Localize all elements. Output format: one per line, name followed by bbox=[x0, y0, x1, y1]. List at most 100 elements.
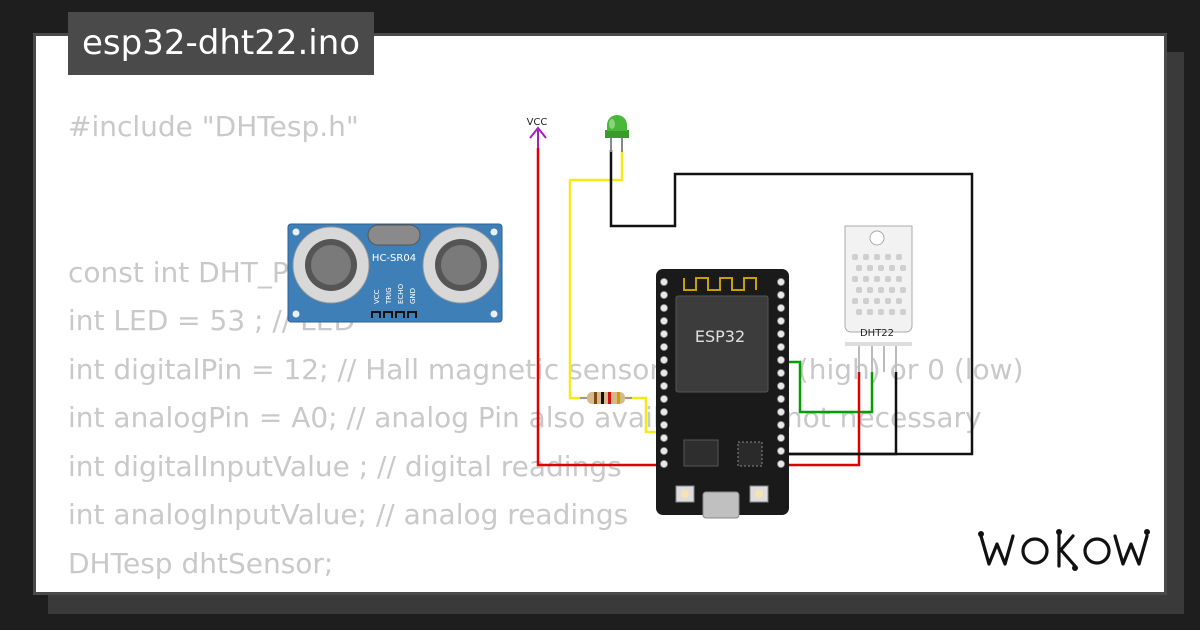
project-filename: esp32-dht22.ino bbox=[68, 12, 375, 75]
vent-hole bbox=[896, 298, 902, 304]
esp32-pin[interactable] bbox=[777, 433, 786, 442]
vent-hole bbox=[856, 287, 862, 293]
esp32-pin[interactable] bbox=[660, 407, 669, 416]
esp32-pin[interactable] bbox=[660, 381, 669, 390]
pin-label-trig: TRIG bbox=[385, 287, 393, 305]
pin-label-gnd: GND bbox=[409, 288, 417, 304]
esp32-pin[interactable] bbox=[660, 303, 669, 312]
transducer-left bbox=[292, 226, 370, 304]
crystal bbox=[367, 224, 421, 246]
vent-hole bbox=[878, 265, 884, 271]
wire-led-black[interactable] bbox=[609, 150, 974, 456]
dht22-label: DHT22 bbox=[860, 328, 894, 339]
vent-hole bbox=[889, 265, 895, 271]
esp32-pin[interactable] bbox=[777, 407, 786, 416]
esp32-module bbox=[675, 295, 769, 393]
esp32-pin[interactable] bbox=[777, 459, 786, 468]
vent-hole bbox=[856, 265, 862, 271]
esp32-pin[interactable] bbox=[777, 277, 786, 286]
wire-dht-red[interactable] bbox=[786, 372, 861, 467]
esp32-pins-right[interactable] bbox=[777, 277, 786, 468]
esp32-pin[interactable] bbox=[660, 277, 669, 286]
dht22-sensor[interactable]: DHT22 bbox=[844, 225, 913, 372]
esp32-pin[interactable] bbox=[660, 459, 669, 468]
wire-led-yellow[interactable] bbox=[568, 150, 662, 434]
usb-port[interactable] bbox=[702, 491, 740, 519]
esp32-pin[interactable] bbox=[660, 342, 669, 351]
esp32-pin[interactable] bbox=[660, 446, 669, 455]
vent-hole bbox=[874, 298, 880, 304]
vent-hole bbox=[867, 287, 873, 293]
esp32-pin[interactable] bbox=[660, 329, 669, 338]
esp32-pin[interactable] bbox=[660, 368, 669, 377]
esp32-label: ESP32 bbox=[695, 327, 745, 346]
code-line: int digitalInputValue ; // digital readi… bbox=[68, 449, 622, 483]
esp32-pin[interactable] bbox=[660, 290, 669, 299]
vent-hole bbox=[867, 265, 873, 271]
pin-label-vcc: VCC bbox=[373, 289, 381, 304]
vcc-label: VCC bbox=[527, 117, 548, 128]
vent-hole bbox=[863, 254, 869, 260]
esp32-pin[interactable] bbox=[777, 290, 786, 299]
vcc-terminal[interactable]: VCC bbox=[527, 117, 548, 148]
vent-hole bbox=[863, 298, 869, 304]
esp32-pin[interactable] bbox=[777, 355, 786, 364]
vent-hole bbox=[900, 265, 906, 271]
vent-hole bbox=[896, 254, 902, 260]
esp32-pin[interactable] bbox=[777, 303, 786, 312]
esp32-pin[interactable] bbox=[660, 316, 669, 325]
esp32-pin[interactable] bbox=[777, 446, 786, 455]
vent-hole bbox=[896, 276, 902, 282]
esp32-pin[interactable] bbox=[660, 420, 669, 429]
esp32-pin[interactable] bbox=[777, 394, 786, 403]
hc-sr04-pin-labels: VCC TRIG ECHO GND bbox=[373, 283, 417, 305]
code-line: DHTesp dhtSensor; bbox=[68, 546, 334, 580]
esp32-pin[interactable] bbox=[660, 394, 669, 403]
hc-sr04-pins[interactable] bbox=[371, 311, 417, 318]
vent-hole bbox=[889, 309, 895, 315]
en-button[interactable] bbox=[749, 485, 769, 503]
resistor[interactable] bbox=[580, 392, 632, 404]
vent-hole bbox=[852, 276, 858, 282]
hc-sr04-sensor[interactable]: HC-SR04 VCC TRIG ECHO GND bbox=[287, 223, 503, 323]
code-line: int analogInputValue; // analog readings bbox=[68, 498, 629, 531]
vent-hole bbox=[885, 298, 891, 304]
vent-hole bbox=[852, 254, 858, 260]
wokwi-logo-icon bbox=[978, 529, 1150, 571]
dht22-vent-grid bbox=[852, 254, 906, 315]
esp32-pin[interactable] bbox=[777, 316, 786, 325]
esp32-pin[interactable] bbox=[777, 381, 786, 390]
transducer-right bbox=[422, 226, 500, 304]
vent-hole bbox=[878, 309, 884, 315]
wire-dht-green[interactable] bbox=[786, 360, 874, 414]
vent-hole bbox=[889, 287, 895, 293]
esp32-pin[interactable] bbox=[777, 420, 786, 429]
hc-sr04-label: HC-SR04 bbox=[372, 253, 416, 264]
vent-hole bbox=[867, 309, 873, 315]
vent-hole bbox=[885, 276, 891, 282]
wifi-antenna bbox=[683, 277, 757, 291]
code-line: #include "DHTesp.h" bbox=[68, 110, 359, 143]
vent-hole bbox=[856, 309, 862, 315]
voltage-regulator bbox=[683, 439, 719, 467]
dht22-pins[interactable] bbox=[858, 346, 897, 372]
esp32-board[interactable]: ESP32 bbox=[656, 269, 789, 519]
esp32-pin[interactable] bbox=[777, 329, 786, 338]
vent-hole bbox=[900, 287, 906, 293]
usb-chip bbox=[737, 441, 763, 467]
pin-label-echo: ECHO bbox=[397, 283, 405, 304]
boot-button[interactable] bbox=[675, 485, 695, 503]
vent-hole bbox=[874, 254, 880, 260]
vent-hole bbox=[852, 298, 858, 304]
vent-hole bbox=[885, 254, 891, 260]
esp32-pin[interactable] bbox=[660, 355, 669, 364]
wire-dht-black[interactable] bbox=[786, 372, 898, 456]
esp32-pin[interactable] bbox=[777, 342, 786, 351]
green-led[interactable] bbox=[605, 115, 629, 152]
esp32-pin[interactable] bbox=[777, 368, 786, 377]
esp32-pin[interactable] bbox=[660, 433, 669, 442]
vent-hole bbox=[900, 309, 906, 315]
esp32-pins-left[interactable] bbox=[660, 277, 669, 468]
wire-vcc-red[interactable] bbox=[536, 148, 662, 467]
